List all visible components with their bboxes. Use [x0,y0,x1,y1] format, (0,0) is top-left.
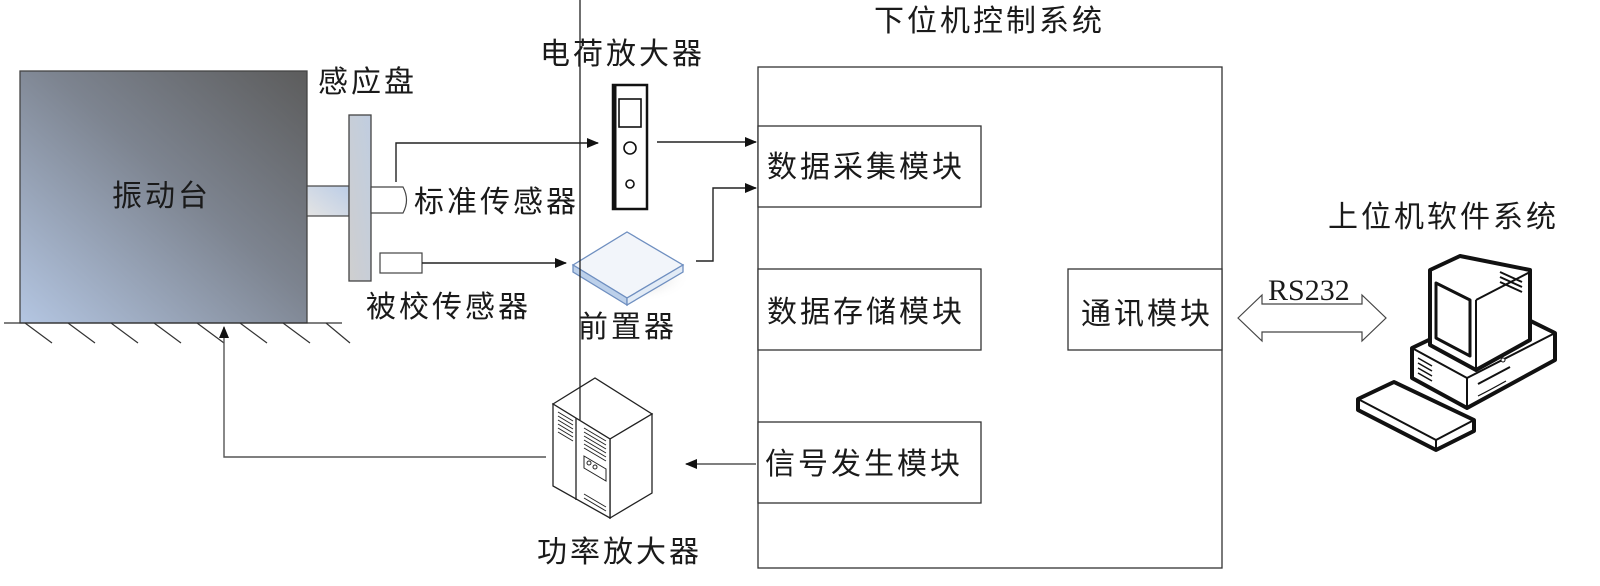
charge-amplifier-label: 电荷放大器 [540,37,705,72]
wire-power-amp-to-shaker [219,326,546,458]
module-communication[interactable]: 通讯模块 [1067,268,1223,351]
module-communication-label: 通讯模块 [1081,297,1213,332]
computer-icon [1356,254,1557,452]
module-data-acquisition[interactable]: 数据采集模块 [757,125,982,208]
ground-hatch [4,322,351,344]
wire-preamp-to-daq [696,183,757,262]
rs232-link-arrow[interactable] [1237,293,1387,343]
module-signal-generation[interactable]: 信号发生模块 [757,421,982,504]
calibrated-sensor [379,252,423,274]
preamplifier-device [571,231,690,307]
calibrated-sensor-label: 被校传感器 [366,290,531,325]
power-amplifier-device [551,0,654,520]
upper-system-title: 上位机软件系统 [1328,200,1559,235]
module-data-storage-label: 数据存储模块 [767,295,965,330]
power-amplifier-label: 功率放大器 [537,535,702,570]
charge-amplifier-device [611,83,649,211]
standard-sensor [370,186,408,214]
sensing-disk [348,114,372,282]
wire-standard-to-charge-amp [395,138,599,182]
lower-system-title: 下位机控制系统 [874,4,1105,39]
module-data-storage[interactable]: 数据存储模块 [757,268,982,351]
shaker-label: 振动台 [112,179,211,214]
shaker-shaft [306,185,350,217]
module-signal-generation-label: 信号发生模块 [765,447,963,482]
sensing-disk-label: 感应盘 [318,65,417,100]
standard-sensor-label: 标准传感器 [414,185,579,220]
shaker-table: 振动台 [19,70,308,324]
preamplifier-label: 前置器 [578,310,677,345]
module-data-acquisition-label: 数据采集模块 [767,150,965,185]
rs232-label: RS232 [1268,274,1350,307]
